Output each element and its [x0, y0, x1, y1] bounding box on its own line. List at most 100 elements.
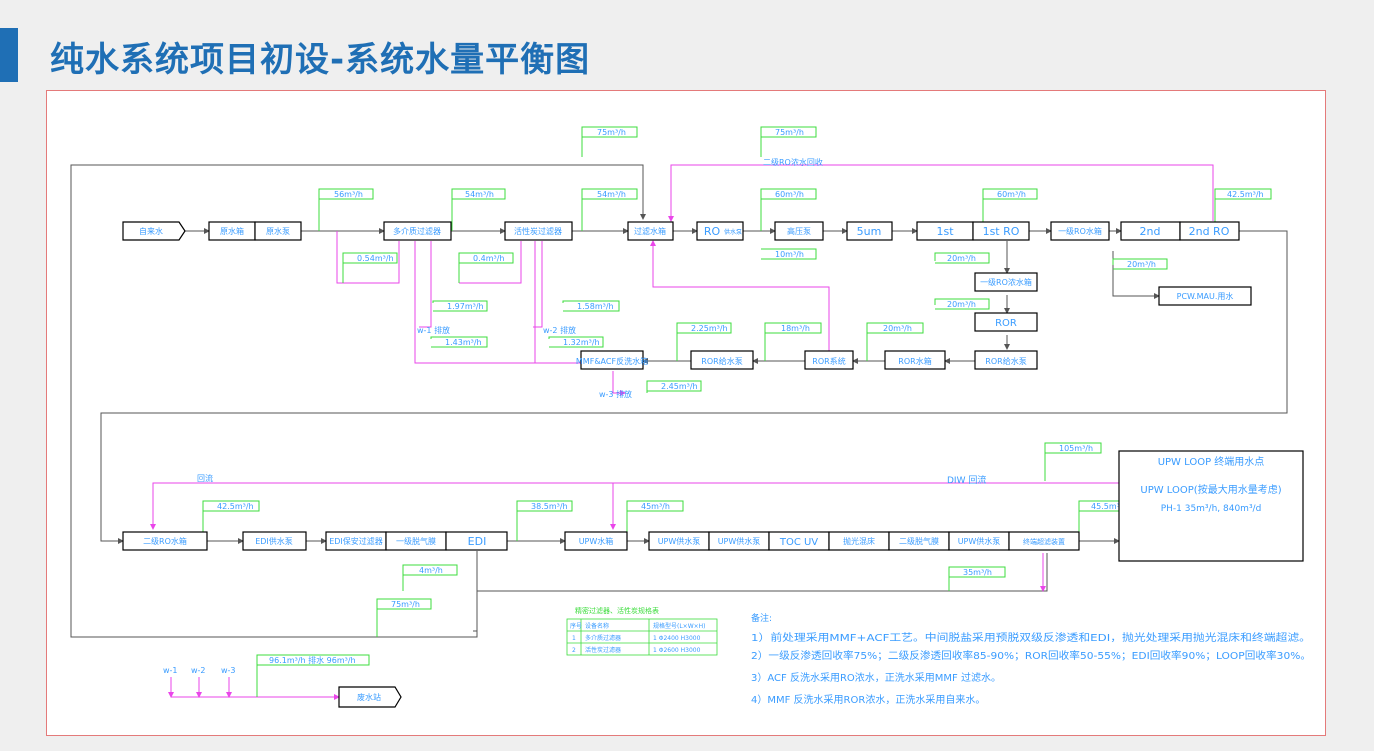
ror-label: ROR	[995, 318, 1017, 329]
source-arrow-box	[122, 221, 186, 241]
table-cell: 1 Φ2600 H3000	[653, 647, 701, 654]
flow-label: 1.32m³/h	[563, 338, 600, 347]
upw-pump3-label: UPW供水泵	[958, 536, 1001, 546]
ror-feed-pump-label: ROR给水泵	[985, 356, 1026, 366]
ro2-tank-label: 二级RO水箱	[143, 536, 187, 546]
note-1: 1）前处理采用MMF+ACF工艺。中间脱盐采用预脱双级反渗透和EDI，抛光处理采…	[751, 631, 1311, 644]
ro-label: RO	[704, 225, 721, 238]
ror-system-label: ROR系统	[812, 356, 845, 366]
degas2-label: 二级脱气膜	[899, 536, 939, 546]
flow-label: 45m³/h	[641, 502, 670, 511]
title-accent-bar	[0, 28, 18, 82]
ro-return-label: 二级RO浓水回收	[763, 157, 823, 167]
table-cell: 1 Φ2400 H3000	[653, 635, 701, 642]
flow-label: 60m³/h	[775, 190, 804, 199]
flow-label: 2.25m³/h	[691, 324, 728, 333]
upw-loop-value: PH-1 35m³/h, 840m³/d	[1161, 504, 1262, 514]
table-header-cell: 规格型号(L×W×H)	[653, 622, 706, 630]
flow-label: 54m³/h	[465, 190, 494, 199]
note-3: 3）ACF 反洗水采用RO浓水，正洗水采用MMF 过滤水。	[751, 671, 1001, 684]
flow-label: 42.5m³/h	[1227, 190, 1264, 199]
filter-tank-label: 过滤水箱	[634, 226, 666, 236]
drain-station-label: 废水站	[357, 692, 381, 702]
flow-label: 4m³/h	[419, 566, 443, 575]
water-balance-diagram: 56m³/h 54m³/h 54m³/h 75m³/h 75m³/h 60m³/…	[46, 90, 1326, 736]
mmf-label: 多介质过滤器	[393, 226, 441, 236]
first-stage-label: 1st	[936, 225, 954, 238]
ror-tank-label: ROR水箱	[898, 356, 931, 366]
raw-pump-label: 原水泵	[266, 226, 290, 236]
flow-label: 0.54m³/h	[357, 254, 394, 263]
flow-label: 1.58m³/h	[577, 302, 614, 311]
upw-pump2-label: UPW供水泵	[718, 536, 761, 546]
upw-loop-box	[1118, 450, 1304, 562]
flow-label: 20m³/h	[947, 300, 976, 309]
drain-label-w2: w-2 排放	[543, 325, 576, 335]
flow-label: 35m³/h	[963, 568, 992, 577]
second-stage-label: 2nd	[1140, 225, 1161, 238]
flow-label: 56m³/h	[334, 190, 363, 199]
table-cell: 1	[572, 635, 576, 642]
flow-label: 10m³/h	[775, 250, 804, 259]
upw-loop-title: UPW LOOP 终端用水点	[1158, 455, 1265, 468]
flow-label: 20m³/h	[947, 254, 976, 263]
flow-label: 45.5m³/h	[1091, 502, 1128, 511]
table-caption: 精密过滤器、活性炭规格表	[575, 606, 659, 615]
flow-label: 42.5m³/h	[217, 502, 254, 511]
notes-title: 备注:	[751, 612, 772, 624]
flow-label: 75m³/h	[597, 128, 626, 137]
degas1-label: 一级脱气膜	[396, 536, 436, 546]
table-header-cell: 设备名称	[585, 622, 609, 630]
backwash-tank-label: MMF&ACF反洗水箱	[576, 356, 648, 366]
flow-label: 1.97m³/h	[447, 302, 484, 311]
table-header-cell: 序号	[570, 622, 582, 630]
raw-tank-label: 原水箱	[220, 226, 244, 236]
diagram-canvas: 56m³/h 54m³/h 54m³/h 75m³/h 75m³/h 60m³/…	[70, 126, 1311, 708]
flow-label: 96.1m³/h 排水 96m³/h	[269, 655, 356, 665]
drain-label-w3: w-3 排放	[599, 389, 632, 399]
flow-label: 75m³/h	[391, 600, 420, 609]
ro-conc-tank-label: 一级RO浓水箱	[980, 277, 1032, 287]
ro1-tank-label: 一级RO水箱	[1058, 226, 1102, 236]
ror-pump-label: ROR给水泵	[701, 356, 742, 366]
page-title: 纯水系统项目初设-系统水量平衡图	[50, 40, 591, 80]
note-2: 2）一级反渗透回收率75%；二级反渗透回收率85-90%；ROR回收率50-55…	[751, 649, 1311, 662]
flow-label: 105m³/h	[1059, 444, 1093, 453]
flow-label: 54m³/h	[597, 190, 626, 199]
upw-tank-label: UPW水箱	[579, 536, 614, 546]
source-label: 自来水	[139, 226, 163, 236]
toc-uv-label: TOC UV	[779, 537, 818, 548]
drain-label-w1: w-1 排放	[417, 325, 450, 335]
polish-bed-label: 抛光混床	[843, 536, 875, 546]
edi-label: EDI	[468, 535, 487, 548]
drain-arrow-box	[338, 686, 402, 708]
flow-label: 0.4m³/h	[473, 254, 505, 263]
diw-return-label: DIW 回流	[947, 474, 986, 486]
flow-label: 20m³/h	[883, 324, 912, 333]
flow-label: 2.45m³/h	[661, 382, 698, 391]
upw-pump1-label: UPW供水泵	[658, 536, 701, 546]
flow-label: 38.5m³/h	[531, 502, 568, 511]
notes: 备注: 1）前处理采用MMF+ACF工艺。中间脱盐采用预脱双级反渗透和EDI，抛…	[751, 612, 1311, 706]
flow-label: 60m³/h	[997, 190, 1026, 199]
edi-filter-label: EDI保安过滤器	[329, 536, 383, 546]
pcw-label: PCW.MAU.用水	[1177, 291, 1234, 301]
edi-pump-label: EDI供水泵	[255, 536, 293, 546]
drain-w1: w-1	[163, 666, 178, 675]
flow-label: 1.43m³/h	[445, 338, 482, 347]
filter-5um-label: 5um	[857, 225, 882, 238]
ro-pump-label: 供水泵	[724, 228, 742, 236]
table-cell: 活性炭过滤器	[585, 646, 621, 654]
second-ro-label: 2nd RO	[1189, 225, 1230, 238]
flow-label: 20m³/h	[1127, 260, 1156, 269]
table-cell: 2	[572, 647, 576, 654]
first-ro-label: 1st RO	[983, 225, 1020, 238]
acf-label: 活性炭过滤器	[514, 226, 562, 236]
note-4: 4）MMF 反洗水采用ROR浓水，正洗水采用自来水。	[751, 693, 985, 706]
drain-w3: w-3	[221, 666, 236, 675]
table-cell: 多介质过滤器	[585, 634, 621, 642]
flow-label: 18m³/h	[781, 324, 810, 333]
upw-loop-line: UPW LOOP(按最大用水量考虑)	[1140, 483, 1281, 496]
hp-pump-label: 高压泵	[787, 226, 811, 236]
spec-table: 精密过滤器、活性炭规格表 序号 设备名称 规格型号(L×W×H) 1 多介质过滤…	[566, 606, 718, 656]
